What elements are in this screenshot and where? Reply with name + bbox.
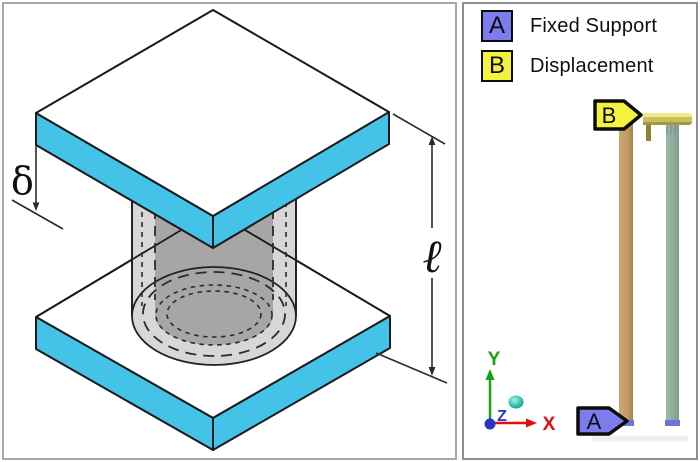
z-axis-label: Z <box>497 408 507 425</box>
length-arrowhead-bottom <box>428 367 436 376</box>
hidden-circle-inner <box>166 290 262 338</box>
origin-dot <box>484 418 496 430</box>
column-bar-left <box>619 124 633 422</box>
length-label: ℓ <box>422 229 442 283</box>
delta-reference-line <box>11 199 64 230</box>
length-extension-top <box>392 113 446 145</box>
length-arrowhead-top <box>428 136 436 145</box>
flag-fixed-support: A <box>576 406 629 436</box>
x-axis-arrowhead <box>526 418 537 428</box>
mesh-speckle <box>666 125 679 134</box>
legend-label-displacement: Displacement <box>530 54 654 77</box>
ground-shadow <box>592 436 688 441</box>
legend-swatch-a: A <box>481 10 513 42</box>
flag-a-letter: A <box>587 409 602 434</box>
coordinate-triad: Y X Z <box>484 349 556 435</box>
fixed-support-cap-right <box>665 420 680 426</box>
legend-swatch-b: B <box>481 50 513 82</box>
length-dimension <box>375 113 448 384</box>
length-extension-bottom <box>375 352 448 384</box>
isometric-drawing: δ ℓ <box>11 9 448 451</box>
delta-arrowhead <box>32 202 40 211</box>
top-plate <box>35 9 390 249</box>
top-beam <box>643 113 692 125</box>
hidden-edge-lines-outer <box>141 192 287 306</box>
delta-dimension <box>11 146 64 230</box>
delta-label: δ <box>11 159 34 203</box>
legend-key-a: A <box>488 12 505 39</box>
legend-item-displacement: B Displacement <box>481 50 654 82</box>
x-axis-label: X <box>543 414 556 435</box>
displacement-marker <box>646 125 651 141</box>
legend-key-b: B <box>488 52 505 79</box>
y-axis-arrowhead <box>485 369 495 380</box>
legend-label-fixed-support: Fixed Support <box>530 14 658 37</box>
legend-item-fixed-support: A Fixed Support <box>481 10 657 42</box>
schematic-panel: δ ℓ <box>2 2 457 460</box>
simulation-panel: A Fixed Support B Displacement B A <box>462 2 698 460</box>
hidden-circle-mid <box>155 284 273 346</box>
vertex-sphere <box>508 395 524 409</box>
y-axis-label: Y <box>488 349 501 370</box>
flag-b-letter: B <box>602 103 617 128</box>
hidden-circle-outer <box>142 271 286 357</box>
column-bar-right <box>666 125 679 422</box>
flag-displacement: B <box>593 99 643 131</box>
